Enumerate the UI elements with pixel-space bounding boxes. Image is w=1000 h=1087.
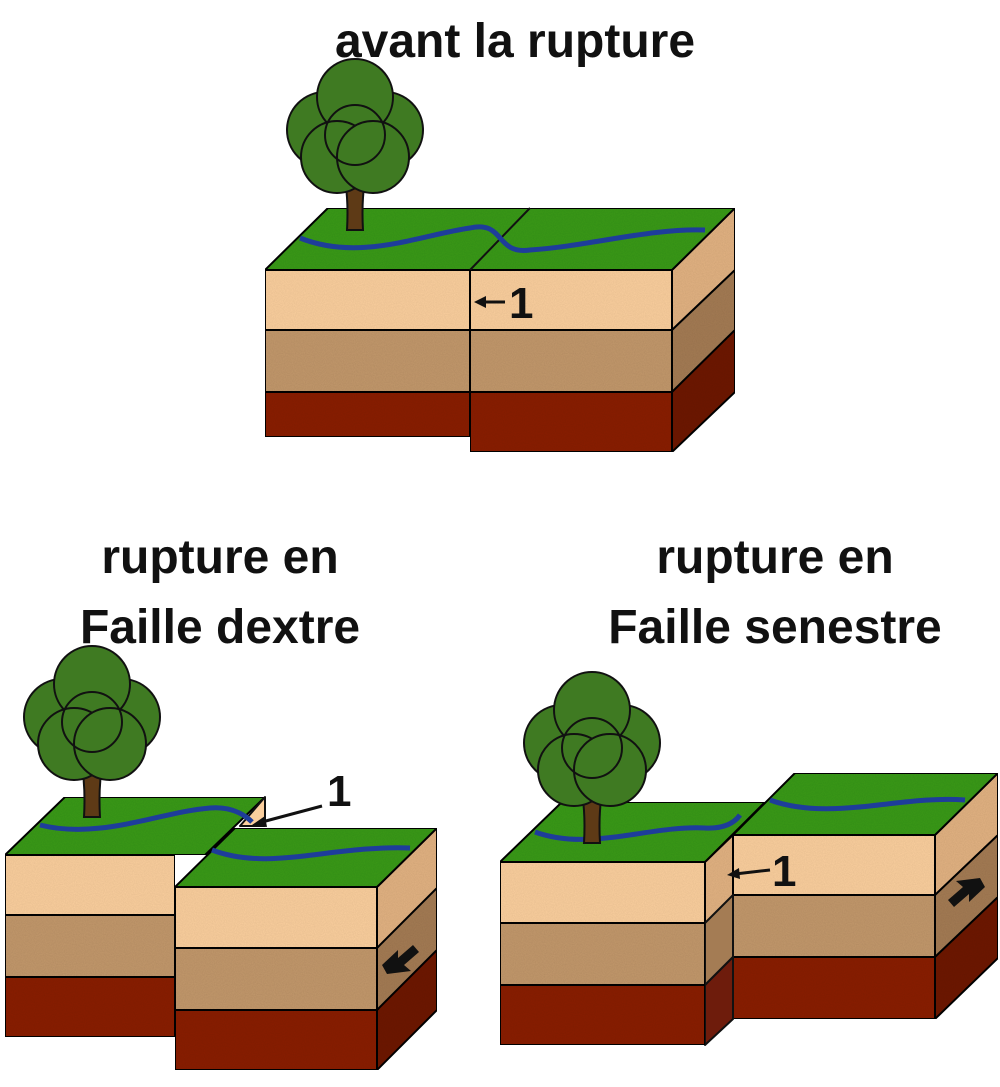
tree-icon [23, 645, 161, 818]
label-fault-before: 1 [509, 279, 533, 328]
movement-arrow-icon [948, 878, 985, 907]
block-dextral [4, 796, 438, 1071]
title-sinistral-line2: Faille senestre [608, 601, 942, 654]
label-fault-dextral: 1 [327, 767, 351, 816]
title-before: avant la rupture [334, 15, 696, 68]
label-fault-sinistral: 1 [772, 847, 796, 896]
pointer-arrow-icon [474, 296, 505, 308]
title-sinistral-line1: rupture en [656, 531, 894, 584]
block-sinistral [499, 772, 999, 1046]
movement-arrow-icon [382, 945, 419, 974]
tree-icon [286, 58, 424, 231]
title-dextral-line2: Faille dextre [79, 601, 361, 654]
river-icon [299, 224, 706, 253]
title-dextral-line1: rupture en [101, 531, 339, 584]
pointer-arrow-icon [252, 804, 323, 827]
pointer-arrow-icon [727, 868, 771, 879]
block-before [264, 207, 736, 453]
